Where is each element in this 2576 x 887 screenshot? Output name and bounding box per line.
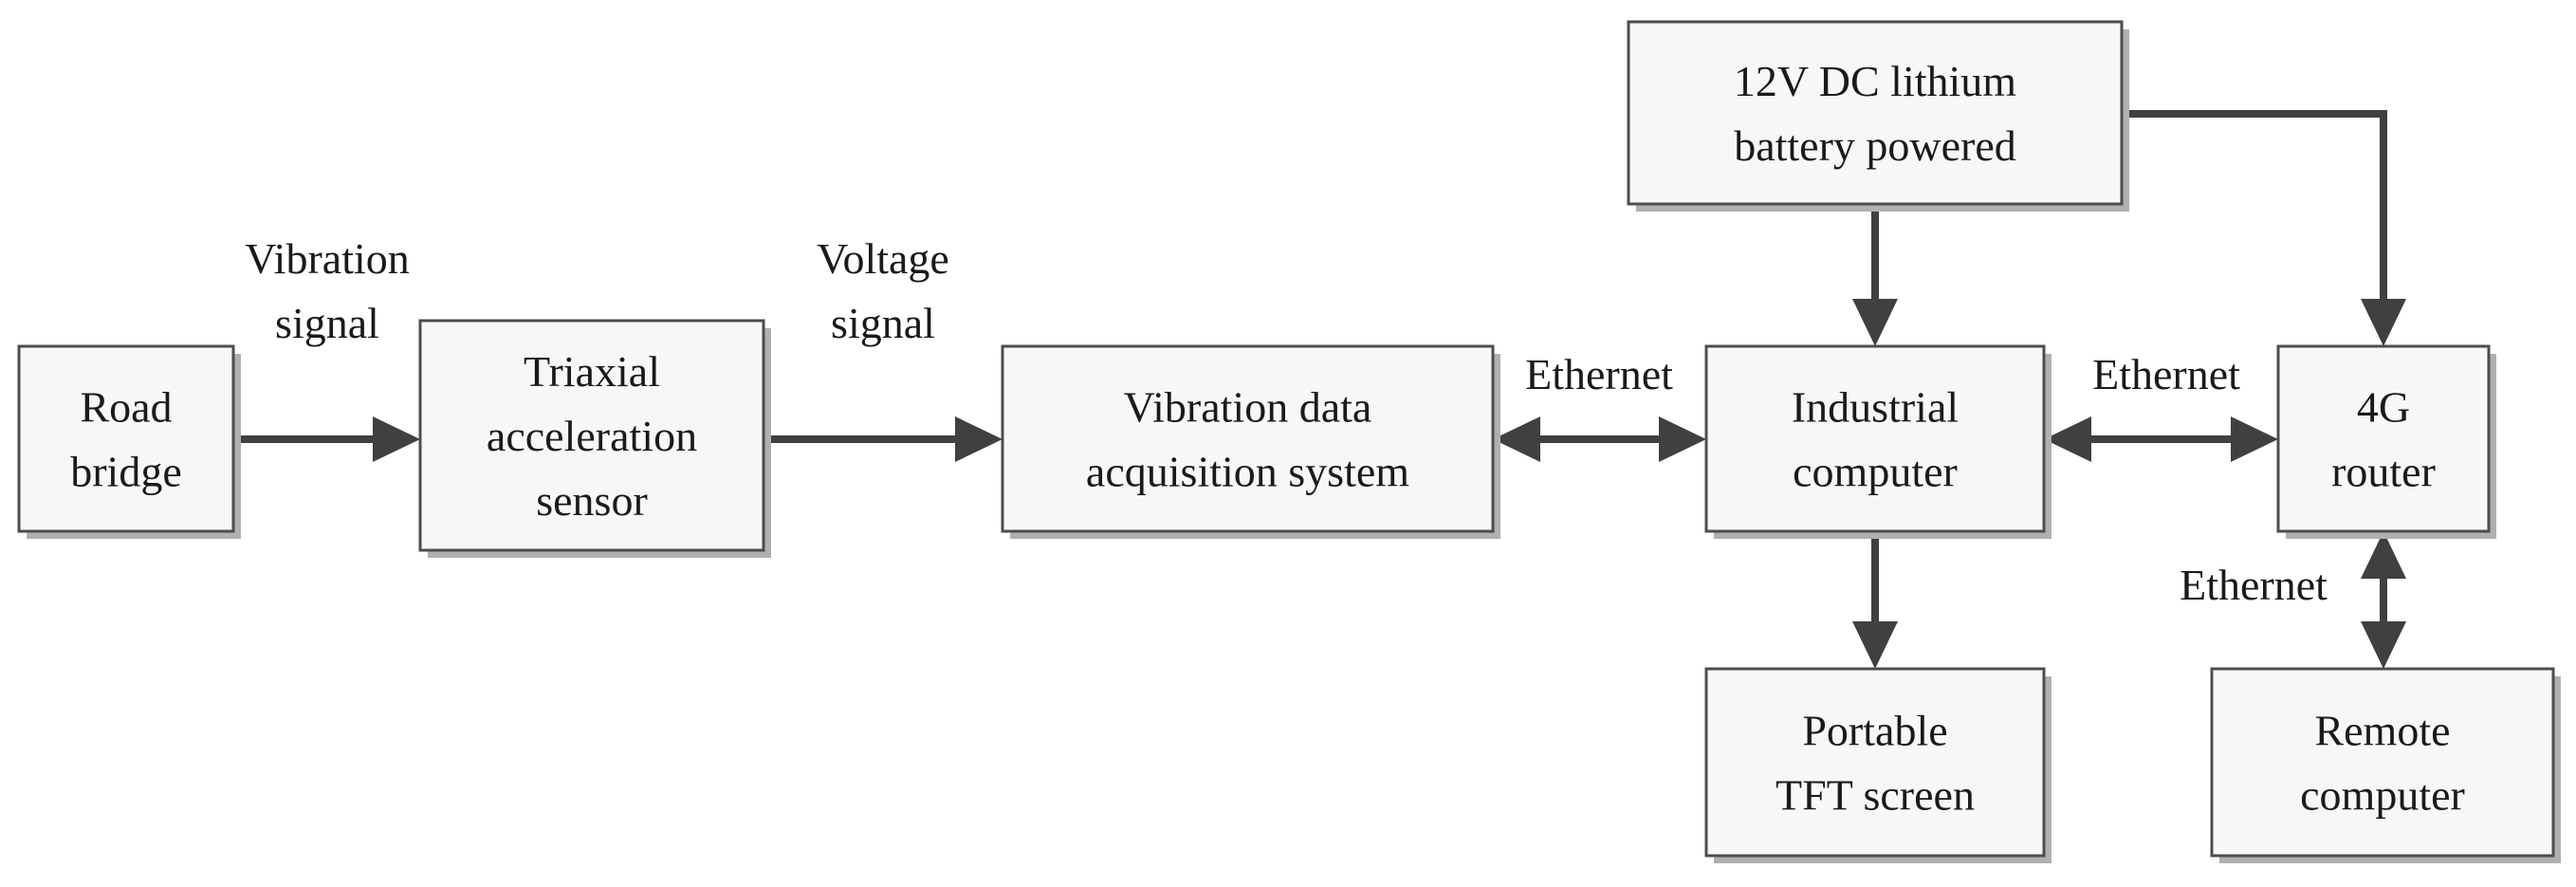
- node-label-line: Portable: [1802, 707, 1947, 755]
- edge-label: Ethernet: [1525, 350, 1673, 398]
- node-label: Vibration data acquisition system: [1086, 383, 1409, 496]
- edge-label-line: signal: [275, 299, 379, 347]
- arrowhead-icon: [2361, 299, 2406, 346]
- box-frame: [2210, 667, 2555, 858]
- edge-label-line: signal: [831, 299, 935, 347]
- node-label: 12V DC lithium battery powered: [1734, 57, 2016, 170]
- node-label: Industrial computer: [1792, 383, 1959, 496]
- node-label-line: Triaxial: [524, 347, 660, 396]
- node-label: Remote computer: [2300, 707, 2465, 820]
- box-frame: [2276, 344, 2491, 533]
- arrowhead-icon: [1852, 299, 1898, 346]
- arrowhead-icon: [1493, 416, 1540, 462]
- node-label-line: sensor: [536, 476, 648, 525]
- node-label-line: acceleration: [487, 412, 697, 460]
- node-router-4g: 4G router: [2276, 344, 2496, 539]
- box-frame: [17, 344, 235, 533]
- edge-label: Ethernet: [2180, 561, 2328, 609]
- arrowhead-icon: [1659, 416, 1706, 462]
- box-frame: [1704, 667, 2046, 858]
- node-label-line: 12V DC lithium: [1734, 57, 2016, 105]
- node-daq-system: Vibration data acquisition system: [1001, 344, 1500, 539]
- node-road-bridge: Road bridge: [17, 344, 241, 539]
- box-frame: [1704, 344, 2046, 533]
- node-label-line: battery powered: [1734, 121, 2016, 170]
- node-triaxial-sensor: Triaxial acceleration sensor: [418, 319, 771, 558]
- node-label: Triaxial acceleration sensor: [487, 347, 697, 525]
- box-frame: [1627, 20, 2124, 206]
- connector-line: [2122, 110, 2387, 318]
- node-label-line: Vibration data: [1124, 383, 1372, 432]
- arrowhead-icon: [955, 416, 1003, 462]
- node-battery: 12V DC lithium battery powered: [1627, 20, 2129, 212]
- node-label: Road bridge: [70, 383, 182, 496]
- node-label-line: TFT screen: [1776, 771, 1975, 820]
- node-label-line: computer: [2300, 771, 2465, 820]
- node-label-line: 4G: [2357, 383, 2410, 432]
- edge-label-line: Ethernet: [2092, 350, 2240, 398]
- box-frame: [1001, 344, 1495, 533]
- edge-label: Voltage signal: [817, 234, 949, 347]
- arrowhead-icon: [2231, 416, 2278, 462]
- node-label-line: Road: [80, 383, 172, 432]
- node-remote-computer: Remote computer: [2210, 667, 2561, 863]
- arrowhead-icon: [1852, 621, 1898, 669]
- node-label-line: Industrial: [1792, 383, 1959, 432]
- arrowhead-icon: [373, 416, 420, 462]
- edge-label: Vibration signal: [245, 234, 410, 347]
- arrowhead-icon: [2361, 531, 2406, 579]
- node-label-line: computer: [1793, 448, 1958, 496]
- edge-label-line: Ethernet: [2180, 561, 2328, 609]
- node-label-line: acquisition system: [1086, 448, 1409, 496]
- node-label-line: bridge: [70, 448, 182, 496]
- box-frame: [418, 319, 765, 552]
- node-industrial-computer: Industrial computer: [1704, 344, 2052, 539]
- node-label: 4G router: [2331, 383, 2436, 496]
- edge-battery-to-router: [2122, 110, 2387, 318]
- arrowhead-icon: [2361, 621, 2406, 669]
- node-label-line: Remote: [2314, 707, 2450, 755]
- arrowhead-icon: [2044, 416, 2091, 462]
- edge-label-line: Voltage: [817, 234, 949, 283]
- node-label-line: router: [2331, 448, 2436, 496]
- edge-label-line: Ethernet: [1525, 350, 1673, 398]
- edge-label: Ethernet: [2092, 350, 2240, 398]
- edge-label-line: Vibration: [245, 234, 410, 283]
